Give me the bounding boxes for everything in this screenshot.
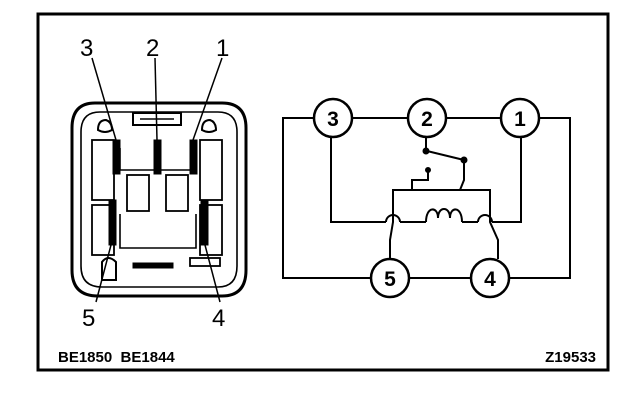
leader-line-1 [192, 57, 223, 141]
figure-code: Z19533 [545, 349, 596, 366]
terminal-2 [406, 97, 448, 139]
cavity-center-left [126, 174, 150, 212]
leader-line-2 [154, 57, 158, 141]
terminal-1 [499, 97, 541, 139]
corner-hole-right [200, 118, 218, 133]
switch-arm [426, 150, 465, 161]
terminal-5 [369, 257, 411, 299]
relay-connector-view [70, 57, 248, 303]
cavity-left-upper [91, 139, 115, 201]
connector-pin-label-5: 5 [82, 305, 95, 332]
bottom-key [101, 257, 117, 281]
terminal-label-2: 2 [421, 108, 433, 131]
connector-pin-label-4: 4 [212, 305, 225, 332]
leader-line-5 [95, 244, 112, 303]
connector-pin-label-2: 2 [146, 35, 159, 62]
wire-3-to-coil [330, 137, 386, 223]
terminal-blade-3 [112, 139, 121, 175]
leader-line-3 [91, 57, 117, 141]
cavity-right-lower [199, 204, 223, 256]
terminal-label-1: 1 [514, 108, 526, 131]
relay-schematic [282, 97, 571, 299]
cavity-right-upper [199, 139, 223, 201]
part-numbers: BE1850 BE1844 [58, 349, 175, 366]
bottom-bar [132, 262, 174, 269]
connector-pin-label-1: 1 [216, 35, 229, 62]
terminal-label-5: 5 [384, 268, 396, 291]
figure-frame [36, 12, 610, 372]
switch-to-bridge [459, 160, 465, 191]
wire-5-4-bridge [389, 189, 499, 259]
terminal-label-3: 3 [327, 108, 339, 131]
wire-3-to-5-outer [282, 117, 371, 279]
relay-coil [425, 208, 463, 223]
wire-coil-to-1 [492, 137, 522, 223]
connector-housing-outer [70, 101, 248, 298]
terminal-label-4: 4 [484, 268, 496, 291]
wire-1-to-4-outer [510, 117, 571, 279]
wire-crossover-right [477, 214, 493, 223]
terminal-3 [312, 97, 354, 139]
leader-line-4 [204, 244, 221, 303]
cavity-center-right [165, 174, 189, 212]
connector-housing-inner [80, 111, 238, 288]
connector-pin-label-3: 3 [80, 35, 93, 62]
terminal-blade-1 [189, 139, 198, 175]
switch-nc-contact [411, 170, 429, 190]
terminal-blade-2 [153, 139, 162, 175]
terminal-4 [469, 257, 511, 299]
terminal-blade-4 [200, 199, 209, 246]
terminal-blade-5 [108, 199, 117, 246]
